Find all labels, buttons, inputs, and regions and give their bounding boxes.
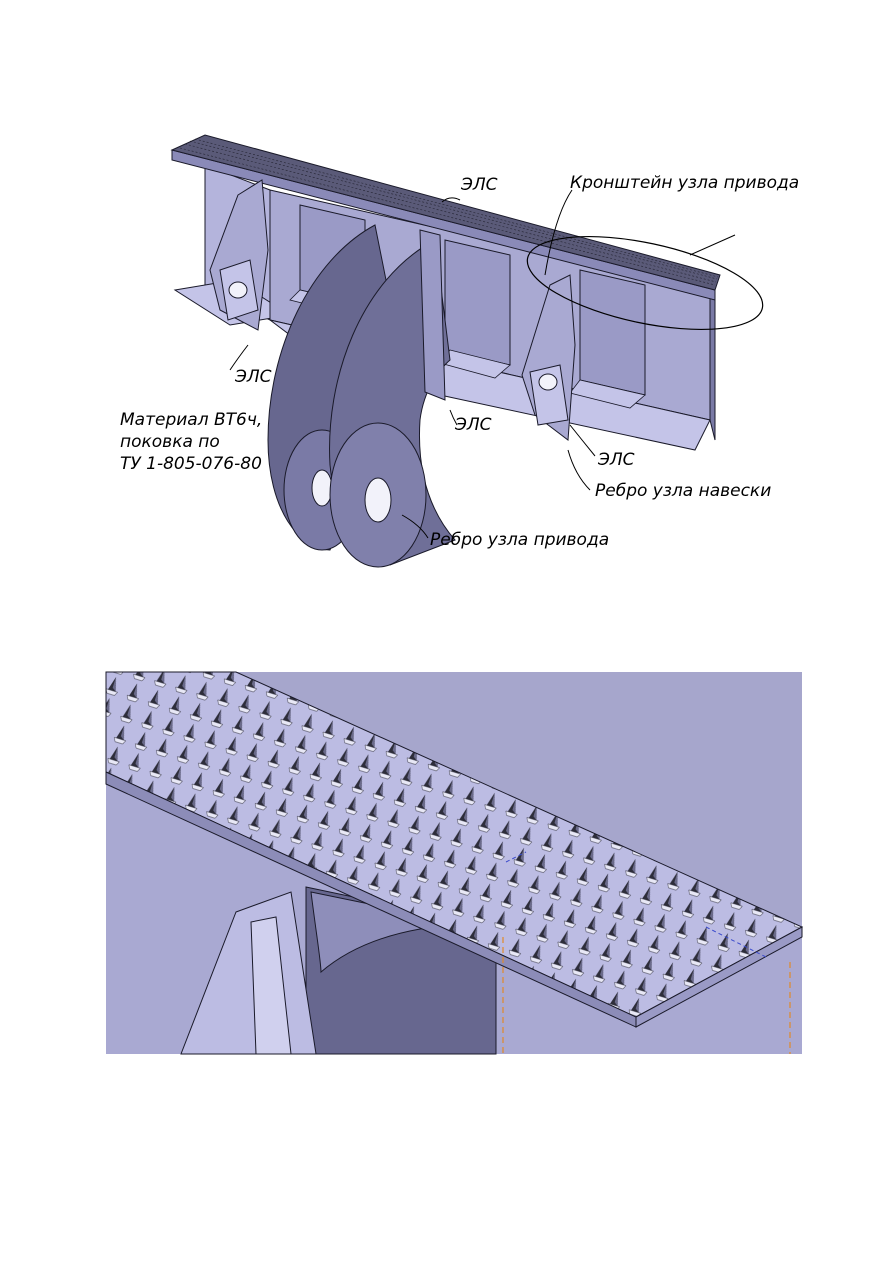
els-label-center: ЭЛС	[454, 415, 492, 435]
els-label-left: ЭЛС	[234, 367, 272, 387]
drive-rib-front	[329, 229, 456, 568]
material-label-line2: поковка по	[120, 432, 220, 452]
detail-callout-ellipse	[526, 235, 764, 331]
weld-seam-blue-1	[505, 851, 527, 863]
hinge-rib-label: Ребро узла навески	[595, 481, 771, 501]
rib-stub-face	[250, 916, 292, 1055]
leader-lines	[229, 189, 596, 539]
material-label-line1: Материал ВТ6ч,	[120, 410, 262, 430]
els-label-right: ЭЛС	[597, 450, 635, 470]
material-label-line3: ТУ 1-805-076-80	[120, 454, 262, 474]
pin-texture-detail-figure	[105, 671, 804, 1055]
bracket-3d-model-figure: ЭЛС Кронштейн узла привода ЭЛС ЭЛС ЭЛС М…	[120, 134, 799, 568]
right-end-wall	[709, 288, 716, 441]
drive-rib-label: Ребро узла привода	[430, 530, 609, 550]
detail-callout-leader	[689, 234, 736, 256]
els-label-top: ЭЛС	[460, 175, 498, 195]
hinge-rib-right	[521, 274, 576, 441]
pin-texture	[179, 138, 719, 286]
hinge-rib-left	[209, 179, 269, 331]
textured-plate-end	[635, 926, 803, 1028]
bracket-label: Кронштейн узла привода	[570, 173, 799, 193]
